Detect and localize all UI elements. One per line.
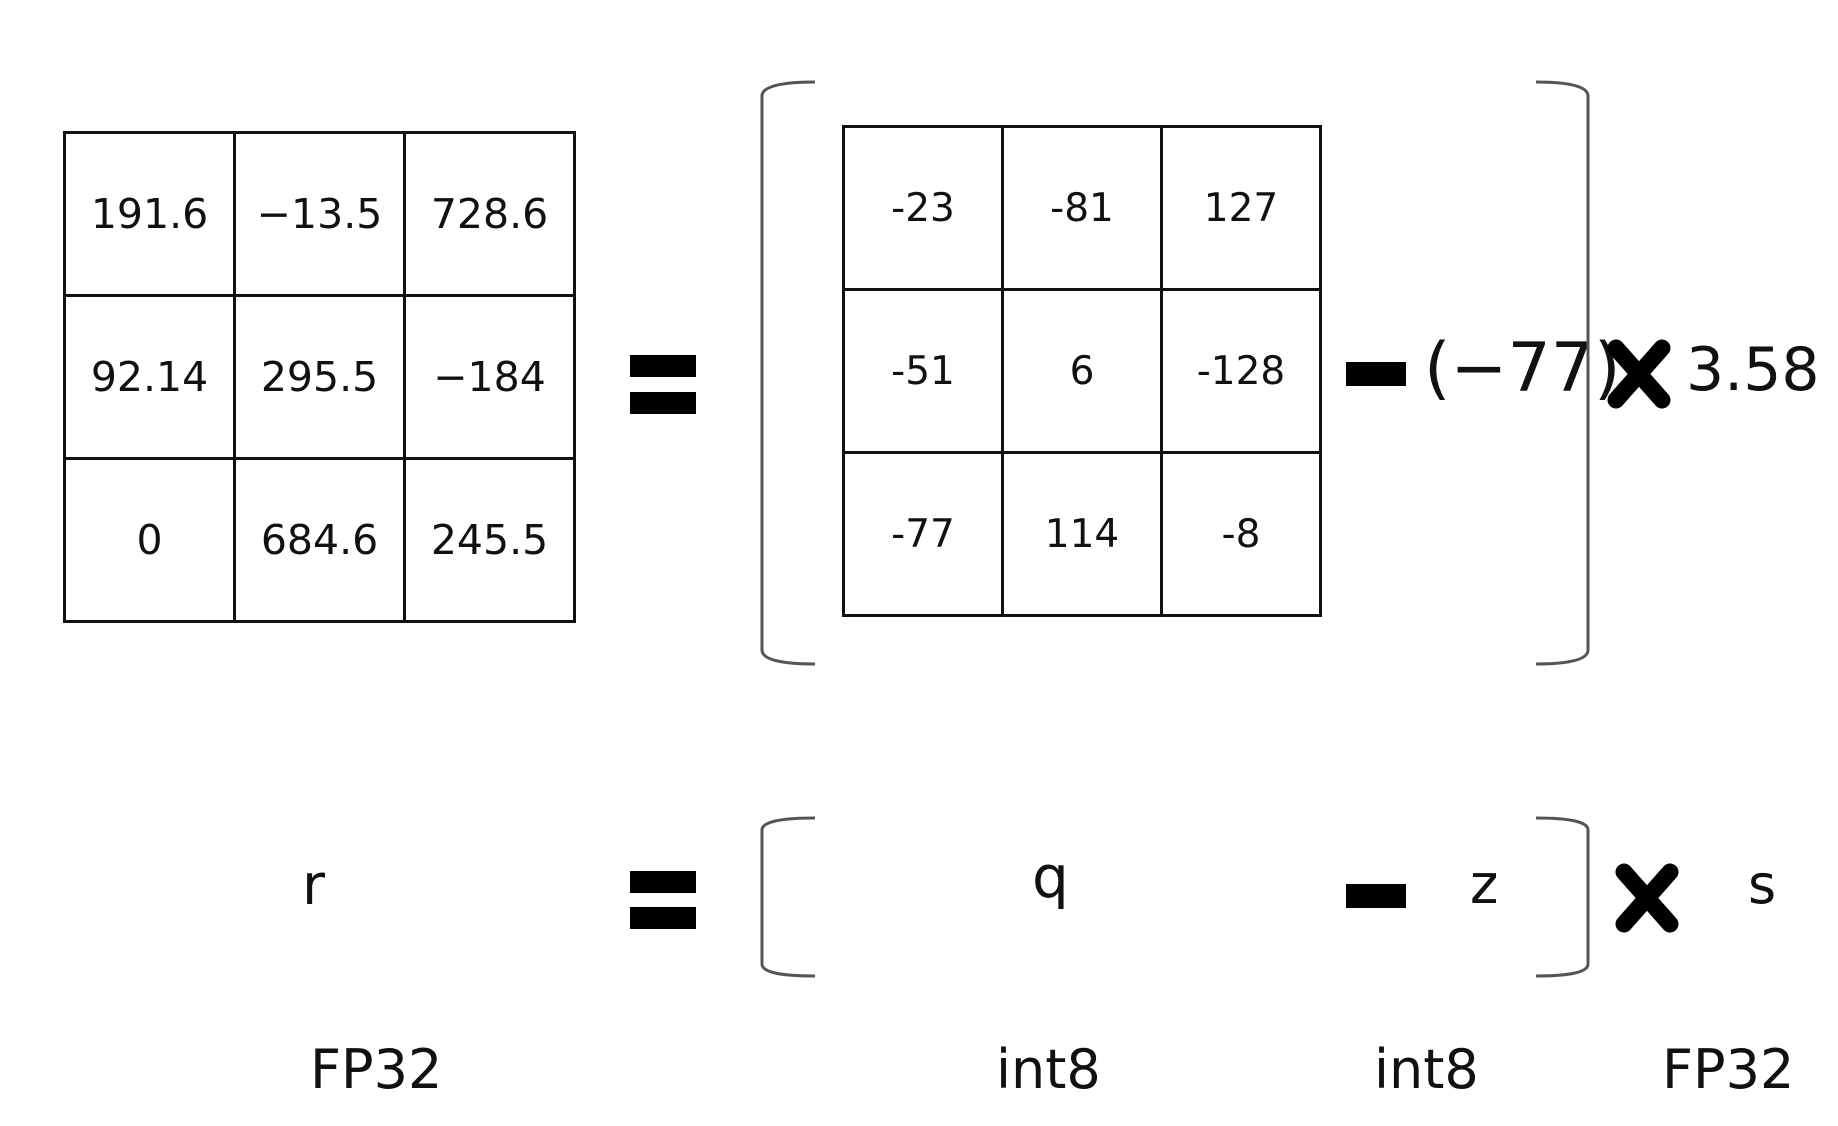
type-label-q: int8 <box>996 1038 1101 1101</box>
q-matrix-row: -77 114 -8 <box>842 451 1322 617</box>
r-matrix-cell: −184 <box>403 294 576 460</box>
r-matrix: 191.6 −13.5 728.6 92.14 295.5 −184 0 684… <box>63 131 576 623</box>
scale-value: 3.58 <box>1686 335 1820 405</box>
q-matrix-row: -51 6 -128 <box>842 288 1322 454</box>
r-matrix-cell: −13.5 <box>233 131 406 297</box>
zero-point-value: (−77) <box>1424 329 1621 408</box>
minus-sign-icon <box>1346 884 1406 908</box>
type-label-s: FP32 <box>1662 1038 1795 1101</box>
q-matrix-cell: 6 <box>1001 288 1163 454</box>
r-matrix-row: 0 684.6 245.5 <box>63 457 576 623</box>
q-matrix-cell: -23 <box>842 125 1004 291</box>
r-matrix-cell: 92.14 <box>63 294 236 460</box>
q-matrix-cell: -51 <box>842 288 1004 454</box>
symbol-q: q <box>1032 843 1069 911</box>
q-matrix-cell: 127 <box>1160 125 1322 291</box>
r-matrix-row: 92.14 295.5 −184 <box>63 294 576 460</box>
r-matrix-cell: 728.6 <box>403 131 576 297</box>
type-label-z: int8 <box>1374 1038 1479 1101</box>
q-matrix-cell: -128 <box>1160 288 1322 454</box>
symbol-s: s <box>1748 853 1777 916</box>
symbol-z: z <box>1470 853 1499 916</box>
r-matrix-row: 191.6 −13.5 728.6 <box>63 131 576 297</box>
r-matrix-cell: 295.5 <box>233 294 406 460</box>
q-matrix-cell: -8 <box>1160 451 1322 617</box>
q-matrix: -23 -81 127 -51 6 -128 -77 114 -8 <box>842 125 1322 617</box>
q-matrix-row: -23 -81 127 <box>842 125 1322 291</box>
type-label-r: FP32 <box>310 1038 443 1101</box>
r-matrix-cell: 191.6 <box>63 131 236 297</box>
r-matrix-cell: 0 <box>63 457 236 623</box>
minus-sign-icon <box>1346 362 1406 386</box>
q-matrix-cell: 114 <box>1001 451 1163 617</box>
q-matrix-cell: -77 <box>842 451 1004 617</box>
r-matrix-cell: 684.6 <box>233 457 406 623</box>
symbol-r: r <box>302 853 326 918</box>
r-matrix-cell: 245.5 <box>403 457 576 623</box>
q-matrix-cell: -81 <box>1001 125 1163 291</box>
